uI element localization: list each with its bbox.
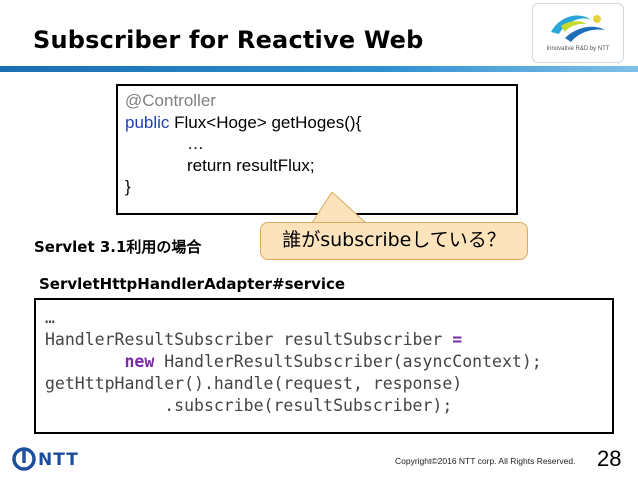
ntt-brand-text: NTT	[38, 450, 79, 470]
code-line-ellipsis: …	[45, 308, 55, 327]
declaration-text: HandlerResultSubscriber resultSubscriber	[45, 330, 453, 349]
callout-bubble	[260, 222, 528, 260]
code-line-ellipsis: …	[187, 134, 204, 153]
ntt-logo-icon	[12, 447, 36, 471]
adapter-code-box: … HandlerResultSubscriber resultSubscrib…	[34, 298, 614, 434]
adapter-method-label: ServletHttpHandlerAdapter#service	[39, 275, 346, 293]
code-line-handle: getHttpHandler().handle(request, respons…	[45, 374, 463, 393]
public-keyword: public	[125, 112, 170, 132]
constructor-text: HandlerResultSubscriber(asyncContext);	[154, 352, 542, 371]
logo-caption: Innovative R&D by NTT	[546, 46, 610, 52]
code-line-close-brace: }	[125, 177, 131, 196]
copyright-notice: Copyright©2016 NTT corp. All Rights Rese…	[395, 456, 576, 466]
new-keyword: new	[124, 352, 155, 371]
page-number: 28	[597, 446, 622, 471]
code-line-return: return resultFlux;	[187, 155, 315, 175]
indent	[45, 352, 124, 371]
code-line-subscribe: .subscribe(resultSubscriber);	[45, 396, 453, 415]
signature-text: Flux<Hoge> getHoges(){	[169, 112, 362, 132]
assign-operator: =	[452, 330, 463, 349]
code-line-declaration: HandlerResultSubscriber resultSubscriber…	[45, 329, 612, 351]
code-line-new: new HandlerResultSubscriber(asyncContext…	[45, 351, 612, 373]
code-line-annotation: @Controller	[125, 91, 216, 110]
slide-title: Subscriber for Reactive Web	[33, 26, 424, 54]
swirl-logo-icon	[551, 15, 605, 42]
callout-text: 誰がsubscribeしている？	[282, 229, 506, 251]
servlet-label: Servlet 3.1利用の場合	[34, 238, 202, 256]
title-underline	[0, 66, 638, 72]
code-line-signature: public Flux<Hoge> getHoges(){	[125, 112, 516, 134]
ntt-innovation-logo: Innovative R&D by NTT	[532, 3, 624, 63]
controller-code-box: @Controller public Flux<Hoge> getHoges()…	[116, 84, 518, 215]
